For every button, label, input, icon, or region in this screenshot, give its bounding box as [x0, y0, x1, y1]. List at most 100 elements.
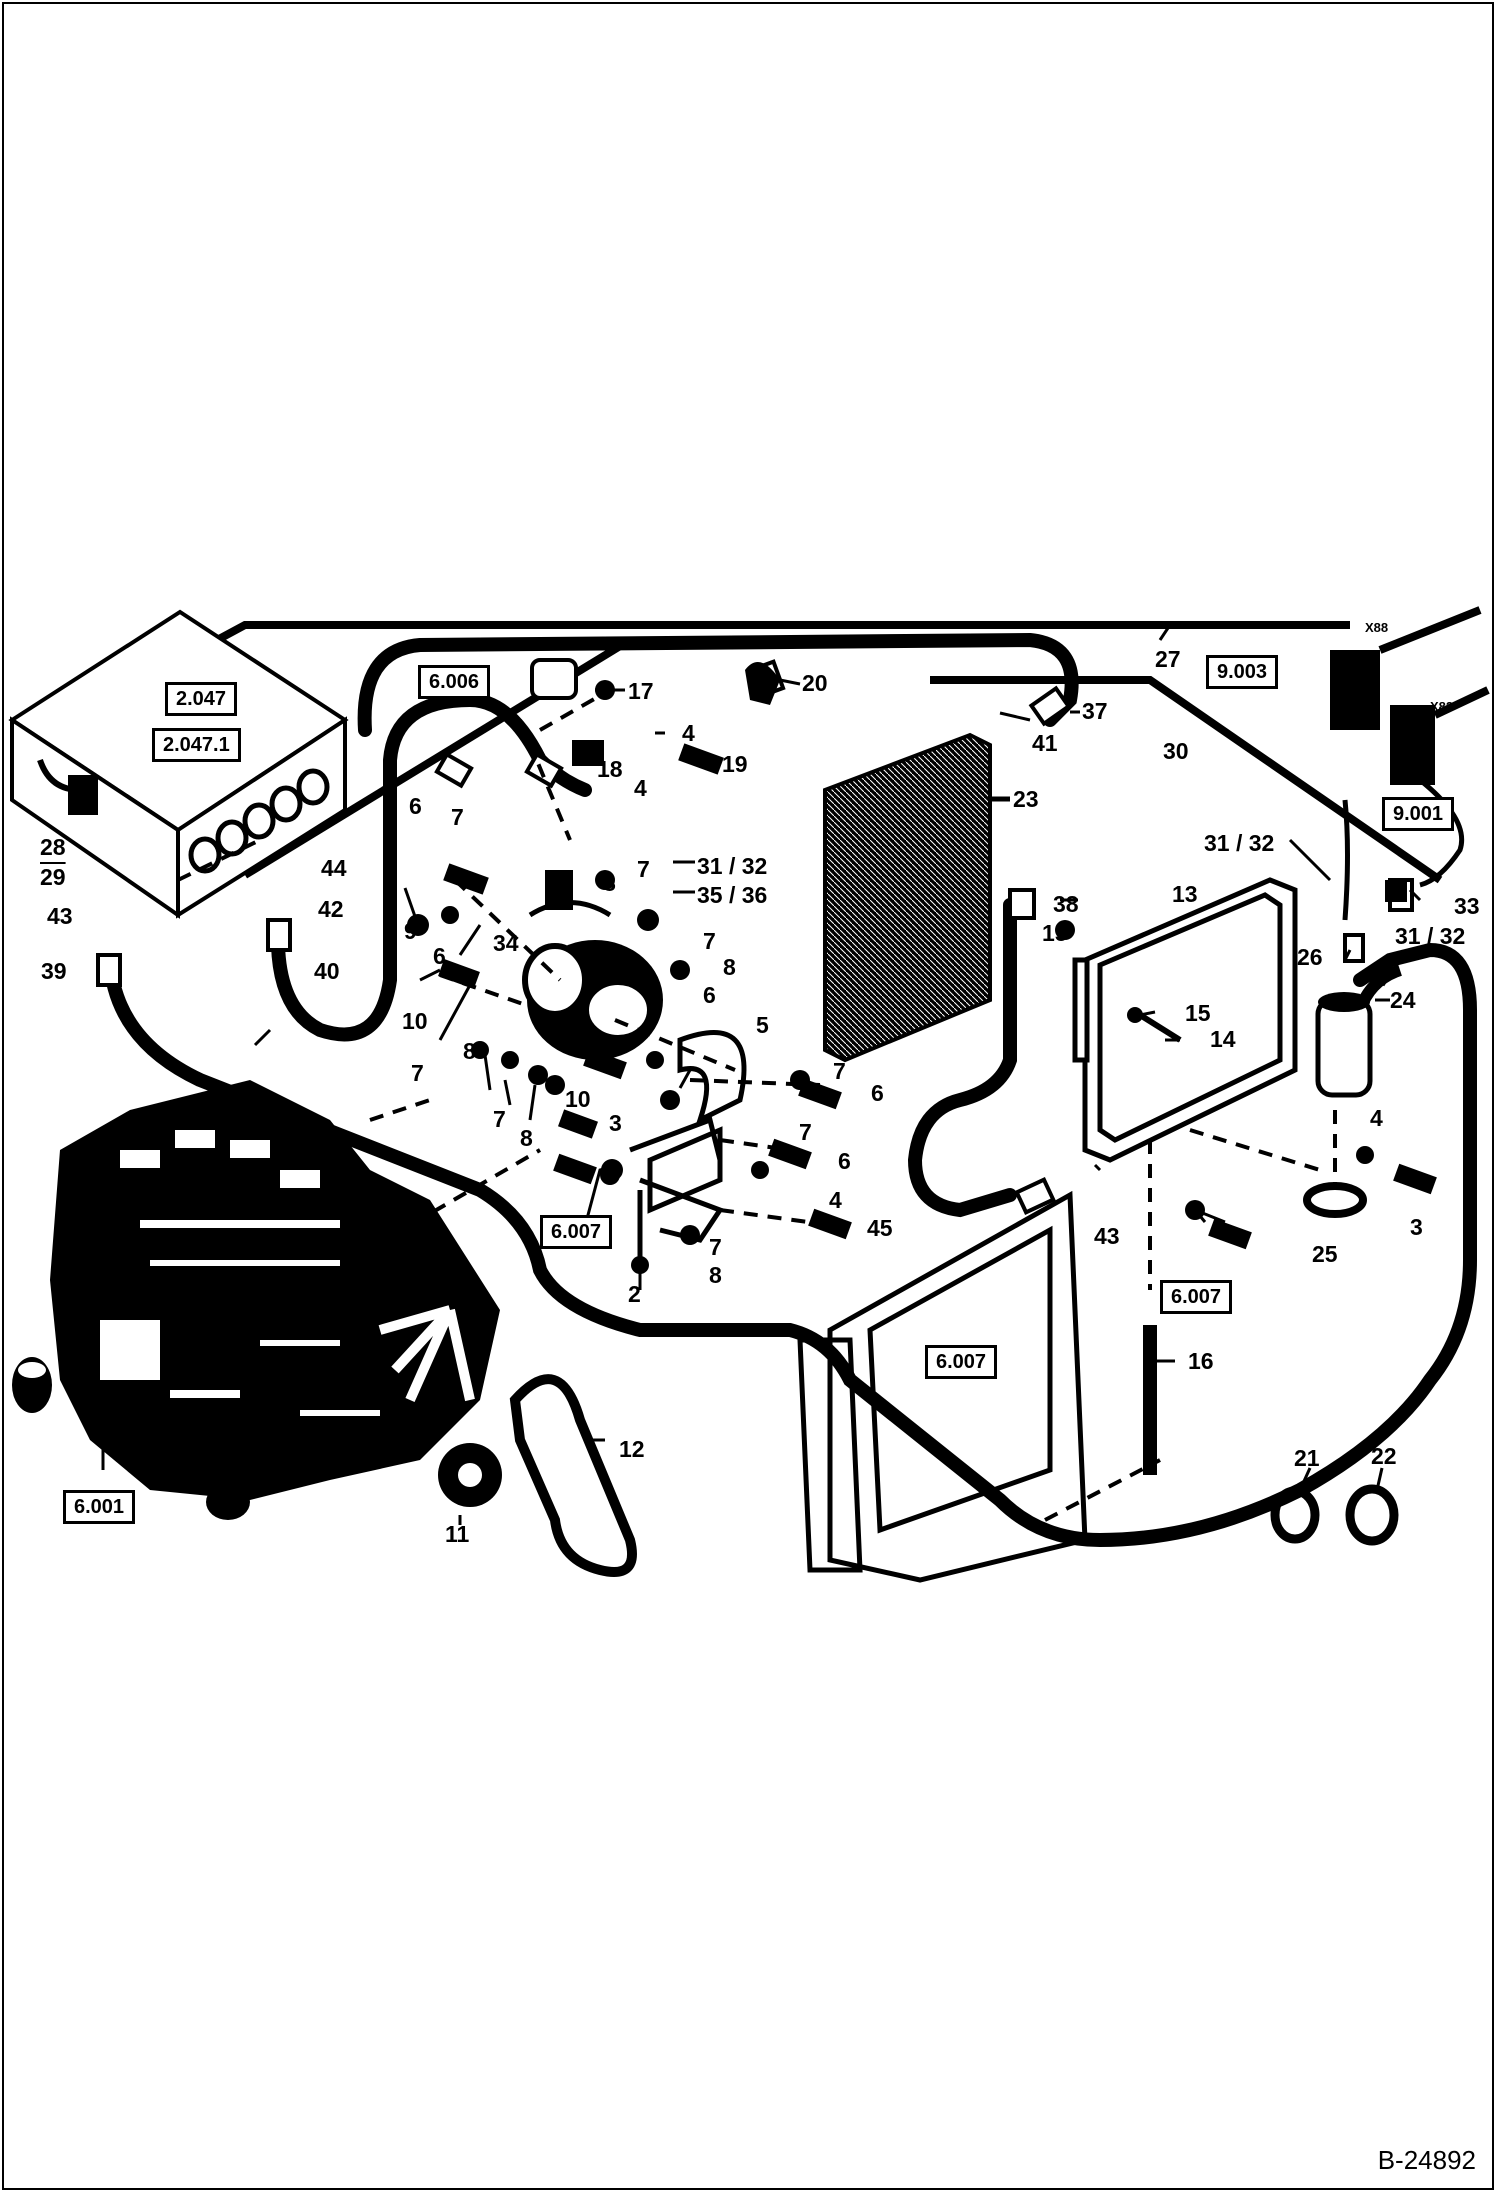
- callout-18: 18: [597, 756, 623, 782]
- callout-3a: 3: [609, 1110, 622, 1136]
- callout-13: 13: [1172, 881, 1198, 907]
- callout-20: 20: [802, 670, 828, 696]
- callout-8e: 8: [709, 1262, 722, 1288]
- callout-19: 19: [722, 751, 748, 777]
- callout-43b: 43: [1094, 1223, 1120, 1249]
- cooler-13: [1072, 877, 1298, 1163]
- callout-6d: 6: [871, 1080, 884, 1106]
- callout-37: 37: [1082, 698, 1108, 724]
- callout-39: 39: [41, 958, 67, 984]
- callout-31-32a: 31 / 32: [697, 853, 768, 879]
- callout-7f: 7: [411, 1060, 424, 1086]
- callout-5: 5: [756, 1012, 769, 1038]
- callout-8c: 8: [463, 1038, 476, 1064]
- callout-2: 2: [628, 1281, 641, 1307]
- callout-10b: 10: [565, 1086, 591, 1112]
- ref-box-20471: 2.047.1: [152, 728, 241, 762]
- callout-4d: 4: [1370, 1105, 1383, 1131]
- callout-44: 44: [321, 855, 347, 881]
- callout-7c: 7: [703, 928, 716, 954]
- hose-30: [103, 942, 1477, 1548]
- callout-9: 9: [404, 918, 417, 944]
- callout-43a: 43: [47, 903, 73, 929]
- ref-box-6007-c: 6.007: [925, 1345, 998, 1379]
- ref-box-2047: 2.047: [165, 682, 238, 716]
- compressor: [522, 740, 663, 1060]
- callout-24: 24: [1390, 987, 1416, 1013]
- callout-7h: 7: [709, 1234, 722, 1260]
- callout-23: 23: [1013, 786, 1039, 812]
- connectors: [1330, 606, 1490, 902]
- callout-31-32b: 31 / 32: [1204, 830, 1275, 856]
- callout-3b: 3: [1410, 1214, 1423, 1240]
- callout-8a: 8: [603, 870, 616, 896]
- callout-4b: 4: [634, 775, 647, 801]
- callout-8d: 8: [520, 1125, 533, 1151]
- callout-6a: 6: [409, 793, 422, 819]
- callout-45: 45: [867, 1215, 893, 1241]
- frame-plate: [797, 1190, 1088, 1583]
- control-box-2047: [8, 609, 349, 919]
- callout-25: 25: [1312, 1241, 1338, 1267]
- clamp-21: [1270, 1486, 1320, 1544]
- callout-28: 28: [40, 834, 66, 860]
- engine-6001: [12, 1080, 500, 1520]
- callout-27: 27: [1155, 646, 1181, 672]
- callout-7b: 7: [637, 856, 650, 882]
- callout-31-32c: 31 / 32: [1395, 923, 1466, 949]
- clamp-22: [1345, 1484, 1399, 1546]
- ref-box-9003: 9.003: [1206, 655, 1279, 689]
- callout-8b: 8: [723, 954, 736, 980]
- callout-6e: 6: [838, 1148, 851, 1174]
- callout-11: 11: [445, 1521, 470, 1547]
- figure-number: B-24892: [1377, 2145, 1476, 2175]
- connector-tag-x82: X82: [1430, 699, 1454, 714]
- callout-21: 21: [1294, 1445, 1320, 1471]
- receiver-dryer-24: [1315, 992, 1373, 1098]
- belt-12: [509, 1374, 637, 1577]
- callout-7a: 7: [451, 804, 464, 830]
- callout-6b: 6: [433, 943, 446, 969]
- callout-22: 22: [1371, 1443, 1397, 1469]
- strip-16: [1143, 1325, 1157, 1475]
- dashed-lines: [177, 688, 1337, 1522]
- bracket-5: [647, 1030, 747, 1214]
- callout-10a: 10: [402, 1008, 428, 1034]
- line-30: [930, 676, 1443, 884]
- callout-17: 17: [628, 678, 654, 704]
- leader-lines: [101, 624, 1422, 1525]
- callout-41: 41: [1032, 730, 1058, 756]
- bolts: [407, 680, 1437, 1274]
- part-20: [745, 662, 780, 705]
- callout-15a: 15: [1042, 920, 1068, 946]
- callout-12: 12: [619, 1436, 645, 1462]
- strip-14: [1138, 1012, 1182, 1043]
- hose-upper-loop: [357, 632, 1079, 737]
- ref-box-6006: 6.006: [418, 665, 491, 699]
- callout-7g: 7: [799, 1119, 812, 1145]
- callout-33: 33: [1454, 893, 1480, 919]
- callout-35-36: 35 / 36: [697, 882, 768, 908]
- callout-15b: 15: [1185, 1000, 1211, 1026]
- hose-38: [907, 898, 1017, 1218]
- ref-box-6007-a: 6.007: [540, 1215, 613, 1249]
- ref-box-6001: 6.001: [63, 1490, 136, 1524]
- callout-34: 34: [493, 930, 519, 956]
- clamp-25: [1303, 1182, 1367, 1218]
- callout-38: 38: [1053, 891, 1079, 917]
- callout-30: 30: [1163, 738, 1189, 764]
- callout-26: 26: [1297, 944, 1323, 970]
- callout-7d: 7: [833, 1058, 846, 1084]
- ref-box-6007-b: 6.007: [1160, 1280, 1233, 1314]
- condenser-23: [823, 732, 992, 1063]
- callout-7e: 7: [493, 1106, 506, 1132]
- callout-42: 42: [318, 896, 344, 922]
- callout-40: 40: [314, 958, 340, 984]
- callout-16: 16: [1188, 1348, 1214, 1374]
- callout-14: 14: [1210, 1026, 1236, 1052]
- callout-4c: 4: [829, 1187, 842, 1213]
- callout-6c: 6: [703, 982, 716, 1008]
- connector-tag-x88: X88: [1365, 620, 1389, 635]
